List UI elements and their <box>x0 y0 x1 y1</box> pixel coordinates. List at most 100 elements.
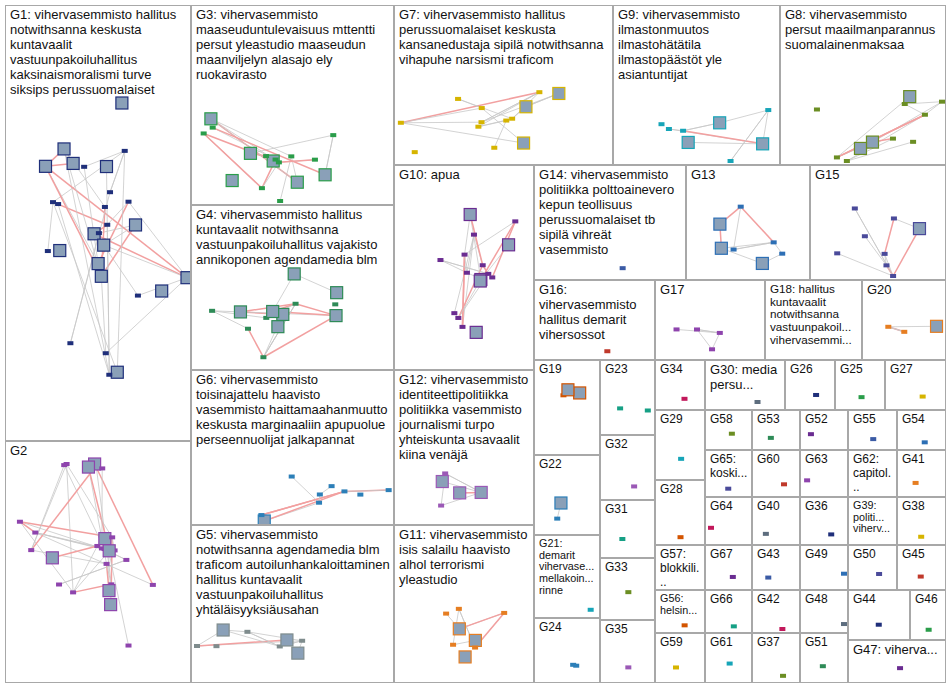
vertex-icon <box>588 608 594 612</box>
edge-line <box>401 122 482 124</box>
vertex-icon <box>123 558 129 562</box>
vertex-icon <box>862 234 868 238</box>
edge-line <box>31 464 66 550</box>
vertex-layer <box>687 166 810 280</box>
edge-line <box>492 221 515 277</box>
edge-line <box>279 160 315 163</box>
vertex-icon <box>386 488 392 492</box>
group-box: G66 <box>705 590 752 633</box>
group-box: G2 <box>5 441 191 683</box>
vertex-icon <box>771 240 777 244</box>
vertex-icon <box>768 436 774 440</box>
group-box: G7: vihervasemmisto hallitus perussuomal… <box>394 5 613 165</box>
vertex-icon <box>472 646 478 650</box>
edge-line <box>279 160 315 163</box>
group-label: G15 <box>811 166 945 183</box>
group-box: G43 <box>752 545 800 590</box>
group-label: G45 <box>898 546 945 562</box>
vertex-icon <box>536 90 542 94</box>
vertex-icon <box>870 437 876 441</box>
vertex-icon <box>17 520 23 524</box>
vertex-icon <box>299 639 305 643</box>
vertex-icon <box>804 478 810 482</box>
vertex-icon <box>728 159 734 163</box>
edge-line <box>465 255 467 273</box>
group-box: G55 <box>848 410 897 450</box>
vertex-icon <box>122 149 128 153</box>
edge-line <box>712 333 720 349</box>
vertex-icon <box>813 393 819 397</box>
group-label: G46 <box>911 591 945 607</box>
vertex-icon <box>625 590 631 594</box>
vertex-icon <box>730 575 736 579</box>
vertex-icon <box>357 493 363 497</box>
group-label: G20 <box>863 281 945 298</box>
vertex-icon <box>109 535 115 539</box>
vertex-icon <box>291 176 303 188</box>
group-box: G41 <box>897 450 946 497</box>
vertex-icon <box>731 624 737 628</box>
group-label: G38 <box>898 498 945 514</box>
vertex-icon <box>891 216 897 220</box>
vertex-icon <box>462 253 468 257</box>
vertex-icon <box>715 242 727 254</box>
vertex-icon <box>503 119 509 123</box>
vertex-icon <box>98 239 110 251</box>
group-box: G4: vihervasemmisto hallitus kuntavaalit… <box>191 205 394 370</box>
group-box: G24 <box>534 618 600 683</box>
vertex-icon <box>562 384 574 396</box>
vertex-icon <box>103 545 115 557</box>
vertex-icon <box>901 330 907 334</box>
group-box: G13 <box>686 165 810 280</box>
group-box: G64 <box>705 497 752 545</box>
edge-line <box>101 276 105 353</box>
vertex-icon <box>890 137 896 141</box>
group-label: G18: hallitus kuntavaalit notwithsanna v… <box>766 281 861 346</box>
vertex-icon <box>904 91 916 103</box>
edge-line <box>53 151 125 202</box>
edge-line <box>865 236 887 265</box>
vertex-icon <box>126 200 132 204</box>
vertex-icon <box>99 466 105 470</box>
vertex-icon <box>828 532 834 536</box>
vertex-icon <box>890 274 896 278</box>
vertex-icon <box>45 249 51 253</box>
vertex-icon <box>780 674 786 678</box>
edge-line <box>20 522 102 549</box>
vertex-layer <box>395 166 534 370</box>
group-label: G41 <box>898 451 945 467</box>
vertex-icon <box>332 302 338 306</box>
vertex-icon <box>882 252 888 256</box>
vertex-icon <box>574 387 586 399</box>
group-box: G56: helsin... <box>655 590 705 633</box>
vertex-icon <box>61 463 67 467</box>
vertex-icon <box>620 266 626 270</box>
vertex-icon <box>859 395 865 399</box>
edge-line <box>292 477 319 503</box>
group-label: G49 <box>801 546 847 562</box>
vertex-icon <box>755 400 761 404</box>
vertex-icon <box>99 533 111 545</box>
vertex-icon <box>673 665 679 669</box>
group-label: G60 <box>753 451 799 467</box>
group-label: G64 <box>706 498 751 514</box>
vertex-icon <box>438 504 444 508</box>
group-box: G14: vihervasemmisto politiikka polttoai… <box>534 165 686 280</box>
edge-line <box>885 218 894 253</box>
group-box: G58 <box>705 410 752 450</box>
group-label: G19 <box>535 361 599 377</box>
vertex-layer <box>811 166 946 280</box>
edge-line <box>440 260 488 274</box>
vertex-icon <box>456 607 462 611</box>
vertex-icon <box>674 327 680 331</box>
edge-line <box>204 133 262 188</box>
group-label: G3: vihervasemmisto maaseuduntulevaisuus… <box>192 6 393 83</box>
group-box: G22 <box>534 455 600 535</box>
vertex-icon <box>918 535 924 539</box>
group-label: G21: demarit vihervase... mellakoin... r… <box>535 536 599 596</box>
edge-line <box>847 115 925 161</box>
vertex-icon <box>201 131 207 135</box>
edge-line <box>223 630 280 646</box>
vertex-icon <box>682 623 688 627</box>
